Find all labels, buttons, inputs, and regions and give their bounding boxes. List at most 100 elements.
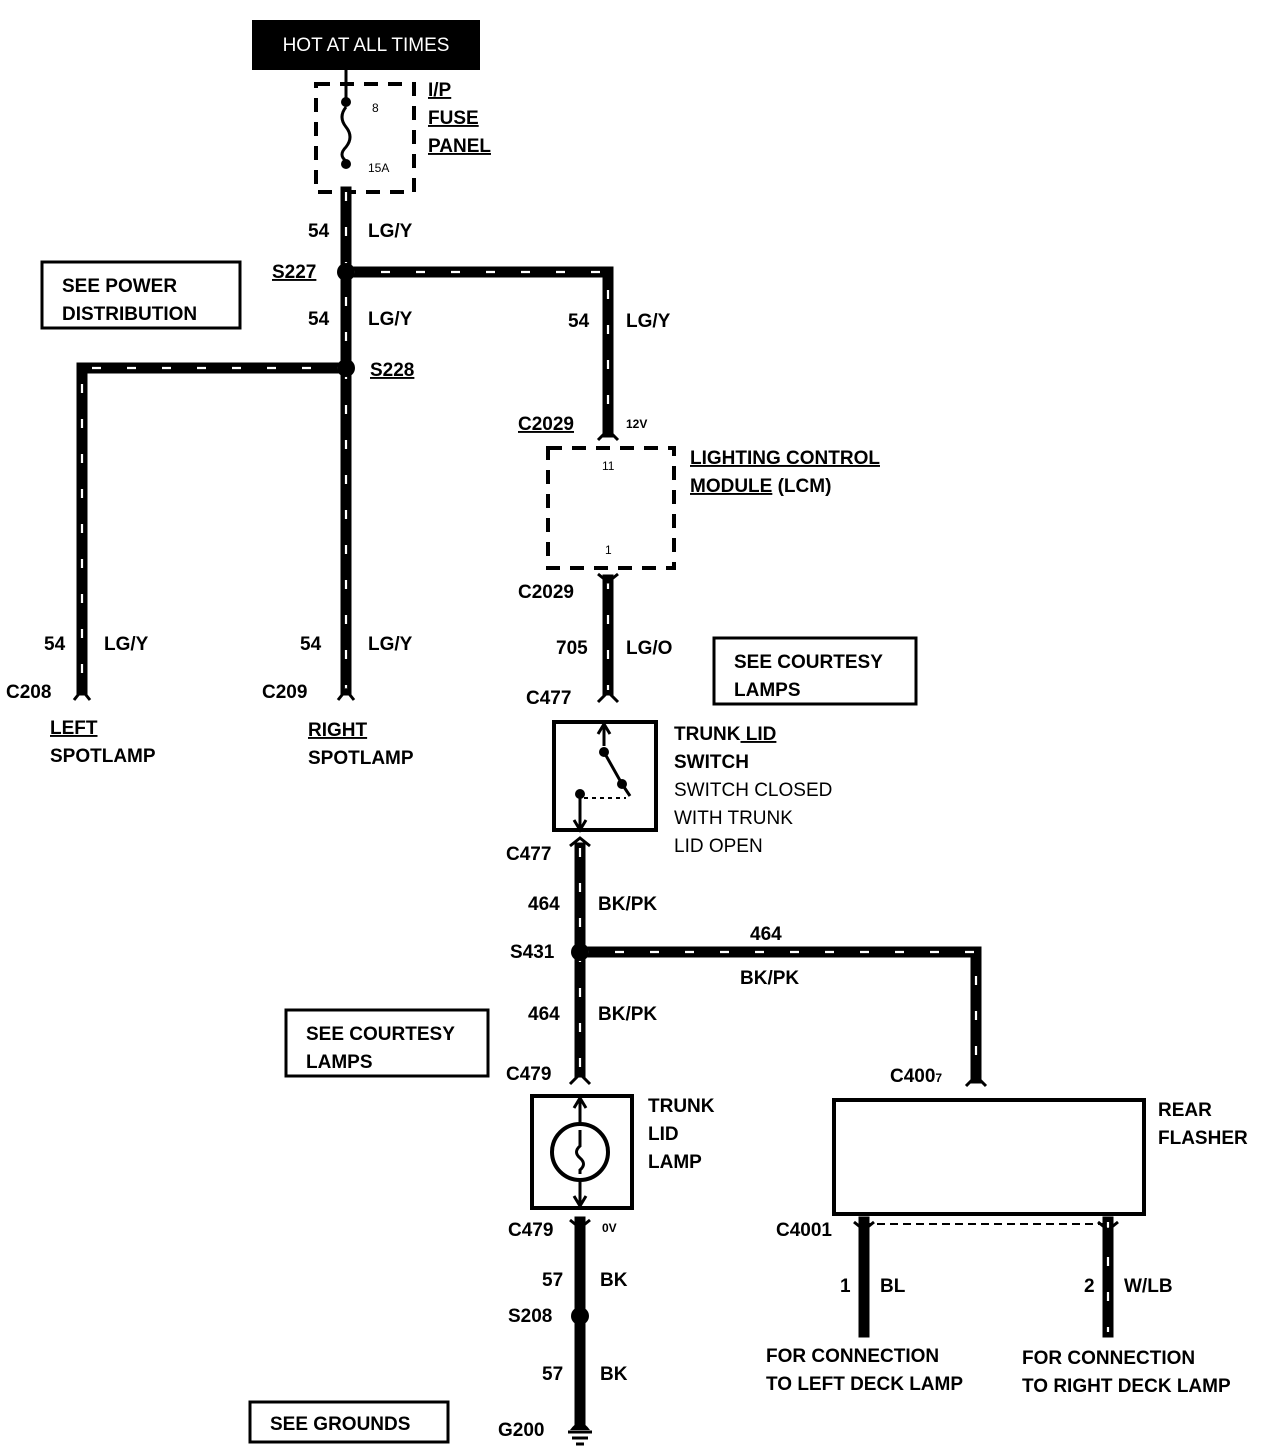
svg-text:54: 54 [308, 221, 330, 242]
splice-s208-label: S208 [508, 1306, 552, 1327]
svg-text:DISTRIBUTION: DISTRIBUTION [62, 304, 197, 325]
svg-text:FOR CONNECTION: FOR CONNECTION [766, 1346, 939, 1367]
svg-text:BK: BK [600, 1364, 628, 1385]
splice-s227-label: S227 [272, 262, 316, 283]
svg-text:TRUNK LID: TRUNK LID [674, 724, 776, 745]
svg-text:464: 464 [528, 1004, 560, 1025]
svg-text:LG/Y: LG/Y [368, 221, 413, 242]
connector-c4007: C4007 [890, 1066, 942, 1087]
svg-text:1: 1 [840, 1276, 851, 1297]
svg-text:SEE COURTESY: SEE COURTESY [306, 1024, 455, 1045]
svg-text:BK/PK: BK/PK [598, 894, 657, 915]
svg-text:TO LEFT DECK LAMP: TO LEFT DECK LAMP [766, 1374, 963, 1395]
splice-s227 [337, 263, 355, 281]
svg-text:SPOTLAMP: SPOTLAMP [308, 748, 414, 769]
svg-text:SEE COURTESY: SEE COURTESY [734, 652, 883, 673]
fuse-icon [340, 106, 352, 163]
svg-text:1: 1 [605, 543, 612, 557]
svg-text:FOR CONNECTION: FOR CONNECTION [1022, 1348, 1195, 1369]
svg-text:FLASHER: FLASHER [1158, 1128, 1248, 1149]
svg-text:BK/PK: BK/PK [598, 1004, 657, 1025]
connector-c479-bottom: C479 [508, 1220, 553, 1241]
svg-text:2: 2 [1084, 1276, 1095, 1297]
svg-text:LG/O: LG/O [626, 638, 672, 659]
connector-c208: C208 [6, 682, 51, 703]
rear-flasher: REAR FLASHER [832, 1098, 1248, 1216]
trunk-lid-switch: TRUNK LID SWITCH SWITCH CLOSED WITH TRUN… [552, 720, 832, 857]
fuse-number: 8 [372, 101, 379, 115]
svg-text:LEFT: LEFT [50, 718, 98, 739]
splice-s228 [337, 359, 355, 377]
svg-text:BK/PK: BK/PK [740, 968, 799, 989]
svg-text:TRUNK: TRUNK [648, 1096, 715, 1117]
right-spotlamp: RIGHT SPOTLAMP [308, 720, 414, 769]
svg-text:BL: BL [880, 1276, 906, 1297]
voltage-0v: 0V [602, 1221, 617, 1235]
connector-c4001: C4001 [776, 1220, 832, 1241]
lamp-bulb-icon [550, 1122, 610, 1182]
connector-c479-top: C479 [506, 1064, 551, 1085]
right-deck-lamp-connection: FOR CONNECTION TO RIGHT DECK LAMP [1022, 1348, 1231, 1397]
connector-c2029-top: C2029 [518, 414, 574, 435]
svg-text:WITH TRUNK: WITH TRUNK [674, 808, 793, 829]
svg-text:54: 54 [44, 634, 66, 655]
svg-text:SWITCH CLOSED: SWITCH CLOSED [674, 780, 832, 801]
lighting-control-module: 11 1 LIGHTING CONTROL MODULE (LCM) [546, 446, 880, 570]
svg-text:REAR: REAR [1158, 1100, 1212, 1121]
left-deck-lamp-connection: FOR CONNECTION TO LEFT DECK LAMP [766, 1346, 963, 1395]
ground-g200: G200 [498, 1420, 544, 1441]
svg-text:SPOTLAMP: SPOTLAMP [50, 746, 156, 767]
note-power-distribution: SEE POWER DISTRIBUTION [40, 260, 242, 330]
svg-text:54: 54 [308, 309, 330, 330]
svg-text:705: 705 [556, 638, 588, 659]
svg-text:BK: BK [600, 1270, 628, 1291]
svg-text:LAMPS: LAMPS [734, 680, 801, 701]
svg-text:LAMP: LAMP [648, 1152, 702, 1173]
svg-text:LG/Y: LG/Y [368, 634, 413, 655]
fuse-panel-line2: FUSE [428, 108, 479, 129]
note-grounds: SEE GROUNDS [248, 1400, 450, 1444]
trunk-lid-lamp: TRUNK LID LAMP [530, 1094, 715, 1210]
svg-text:LIGHTING CONTROL: LIGHTING CONTROL [690, 448, 880, 469]
fuse-rating: 15A [368, 161, 389, 175]
splice-s431 [571, 943, 589, 961]
svg-text:LID: LID [648, 1124, 679, 1145]
voltage-12v: 12V [626, 417, 647, 431]
connector-c477-bottom: C477 [506, 844, 551, 865]
connector-c209: C209 [262, 682, 307, 703]
svg-text:LG/Y: LG/Y [104, 634, 149, 655]
fuse-panel-line1: I/P [428, 80, 452, 101]
svg-text:MODULE (LCM): MODULE (LCM) [690, 476, 831, 497]
connector-c477-top: C477 [526, 688, 571, 709]
connector-c2029-bottom: C2029 [518, 582, 574, 603]
power-source-banner: HOT AT ALL TIMES [252, 20, 480, 70]
connector-labels: C208 C209 C2029 C2029 C477 C477 C479 C47… [6, 414, 942, 1441]
svg-text:SEE GROUNDS: SEE GROUNDS [270, 1414, 410, 1435]
splices: S227 S228 S431 S208 [272, 262, 589, 1327]
svg-text:57: 57 [542, 1364, 563, 1385]
svg-text:54: 54 [300, 634, 322, 655]
svg-text:LG/Y: LG/Y [626, 311, 671, 332]
left-spotlamp: LEFT SPOTLAMP [50, 718, 156, 767]
svg-text:RIGHT: RIGHT [308, 720, 368, 741]
svg-text:SWITCH: SWITCH [674, 752, 749, 773]
svg-text:LID OPEN: LID OPEN [674, 836, 763, 857]
note-courtesy-lamps-1: SEE COURTESY LAMPS [712, 636, 918, 706]
svg-text:11: 11 [602, 459, 615, 473]
svg-text:54: 54 [568, 311, 590, 332]
ground-icon [568, 1420, 592, 1446]
splice-s228-label: S228 [370, 360, 414, 381]
svg-text:464: 464 [750, 924, 782, 945]
splice-s208 [571, 1307, 589, 1325]
svg-text:LG/Y: LG/Y [368, 309, 413, 330]
svg-text:TO RIGHT DECK LAMP: TO RIGHT DECK LAMP [1022, 1376, 1231, 1397]
svg-text:57: 57 [542, 1270, 563, 1291]
power-source-label: HOT AT ALL TIMES [283, 35, 450, 56]
fuse-panel: 8 15A I/P FUSE PANEL [314, 70, 491, 194]
circuit-labels: 54 LG/Y 54 LG/Y 54 LG/Y 54 LG/Y 54 LG/Y … [44, 221, 1173, 1385]
splice-s431-label: S431 [510, 942, 555, 963]
svg-text:SEE POWER: SEE POWER [62, 276, 177, 297]
svg-text:464: 464 [528, 894, 560, 915]
